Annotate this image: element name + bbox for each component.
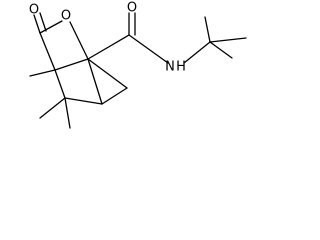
bond-c1-amide-c — [87, 34, 130, 60]
atom-amide-nitrogen: N — [165, 60, 175, 75]
bond-lactone-c-c4 — [39, 32, 56, 71]
bond-c4-methyl — [29, 69, 56, 77]
atom-ring-oxygen: O — [61, 9, 71, 24]
molecule-structure: O O O N H — [29, 1, 247, 129]
bond-lactone-carbonyl-double-1 — [33, 14, 41, 34]
bond-n-tbutyl — [183, 41, 211, 64]
atom-amide-oxygen: O — [127, 1, 137, 16]
bond-gem-methyl-right — [64, 97, 71, 129]
bond-c4-c1 — [54, 58, 89, 71]
bond-tbutyl-methyl-up — [204, 16, 211, 43]
bond-ring-o-bridgehead — [69, 21, 89, 60]
atom-amide-hydrogen: H — [176, 60, 186, 75]
bond-tbutyl-methyl-right — [209, 37, 247, 43]
bond-c1-back-bridge — [87, 58, 128, 89]
bond-lactone-carbonyl-double-2 — [39, 12, 47, 32]
bond-gem-methyl-left — [39, 97, 66, 119]
atom-label-layer: O O O N H — [29, 1, 186, 75]
bond-ch2-c1 — [87, 58, 103, 105]
bond-tbutyl-methyl-down — [209, 41, 233, 59]
molecule-diagram: O O O N H — [0, 0, 255, 150]
bond-amide-c-n — [128, 34, 169, 64]
atom-carbonyl-oxygen: O — [29, 3, 39, 18]
bond-cgem-ch2 — [64, 97, 103, 105]
bond-lactone-c-ring-o — [39, 20, 63, 34]
bond-back-bridge-ch2 — [101, 87, 128, 105]
bond-layer — [29, 12, 247, 129]
bond-c4-cgem — [54, 69, 66, 99]
